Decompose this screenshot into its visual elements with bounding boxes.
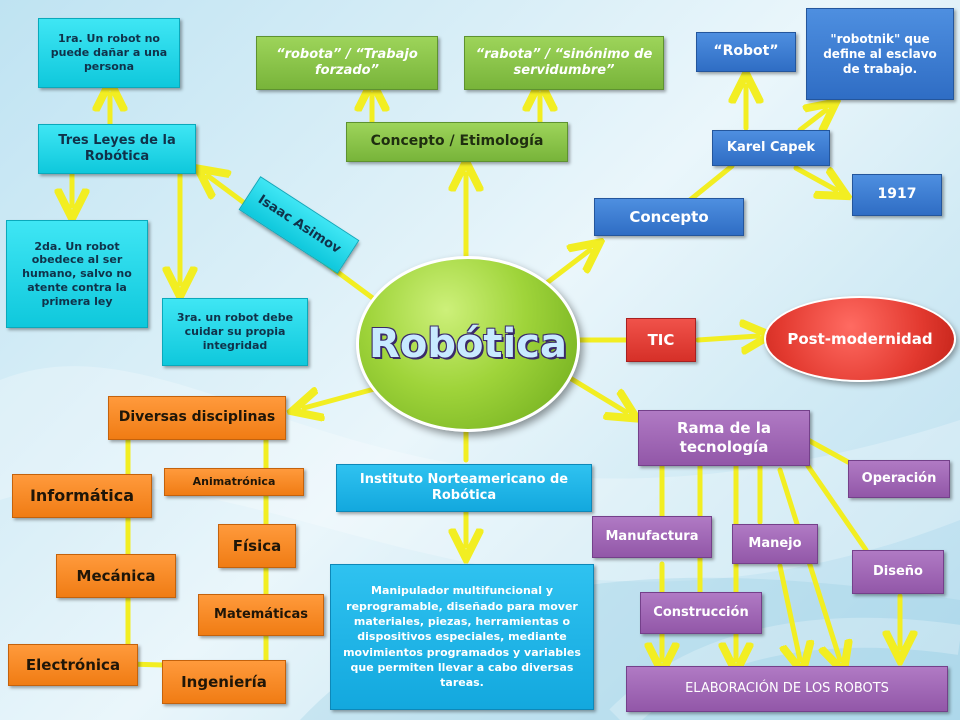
node-ley3[interactable]: 3ra. un robot debe cuidar su propia inte… [162,298,308,366]
node-matematicas[interactable]: Matemáticas [198,594,324,636]
node-concepto[interactable]: Concepto [594,198,744,236]
node-definicion[interactable]: Manipulador multifuncional y reprogramab… [330,564,594,710]
node-animatronica[interactable]: Animatrónica [164,468,304,496]
node-diversas-disciplinas[interactable]: Diversas disciplinas [108,396,286,440]
node-ingenieria[interactable]: Ingeniería [162,660,286,704]
arrow-karel-to-1917 [793,165,836,190]
node-rama-tecnologia[interactable]: Rama de la tecnología [638,410,810,466]
arrow-center-to-rama [567,375,626,412]
node-post-modernidad[interactable]: Post-modernidad [764,296,956,382]
node-manejo[interactable]: Manejo [732,524,818,564]
node-robot-word[interactable]: “Robot” [696,32,796,72]
node-operacion[interactable]: Operación [848,460,950,498]
line-rama-to-operacion [805,437,851,465]
center-node-robotica[interactable]: Robótica [356,256,580,432]
node-concepto-etimologia[interactable]: Concepto / Etimología [346,122,568,162]
node-informatica[interactable]: Informática [12,474,152,518]
node-robota-trabajo[interactable]: “robota” / “Trabajo forzado” [256,36,438,90]
arrow-to-elaboracion-4 [777,467,840,660]
arrow-to-elaboracion-3 [777,563,800,660]
node-diseno[interactable]: Diseño [852,550,944,594]
node-construccion[interactable]: Construcción [640,592,762,634]
arrow-karel-to-robotnik [797,110,826,130]
arrow-center-to-concepto [545,250,590,285]
center-label: Robótica [369,321,567,367]
node-tres-leyes[interactable]: Tres Leyes de la Robótica [38,124,196,174]
node-robotnik[interactable]: "robotnik" que define al esclavo de trab… [806,8,954,100]
node-instituto[interactable]: Instituto Norteamericano de Robótica [336,464,592,512]
node-tic[interactable]: TIC [626,318,696,362]
node-fisica[interactable]: Física [218,524,296,568]
node-karel-capek[interactable]: Karel Capek [712,130,830,166]
node-electronica[interactable]: Electrónica [8,644,138,686]
node-mecanica[interactable]: Mecánica [56,554,176,598]
line-concepto-to-karel [687,163,735,203]
node-elaboracion[interactable]: ELABORACIÓN DE LOS ROBOTS [626,666,948,712]
arrow-center-to-diversas [304,385,381,408]
node-rabota-servidumbre[interactable]: “rabota” / “sinónimo de servidumbre” [464,36,664,90]
node-ley2[interactable]: 2da. Un robot obedece al ser humano, sal… [6,220,148,328]
arrow-tic-to-postmod [695,336,758,340]
line-rama-to-diseno [805,463,869,553]
node-1917[interactable]: 1917 [852,174,942,216]
node-ley1[interactable]: 1ra. Un robot no puede dañar a una perso… [38,18,180,88]
node-manufactura[interactable]: Manufactura [592,516,712,558]
